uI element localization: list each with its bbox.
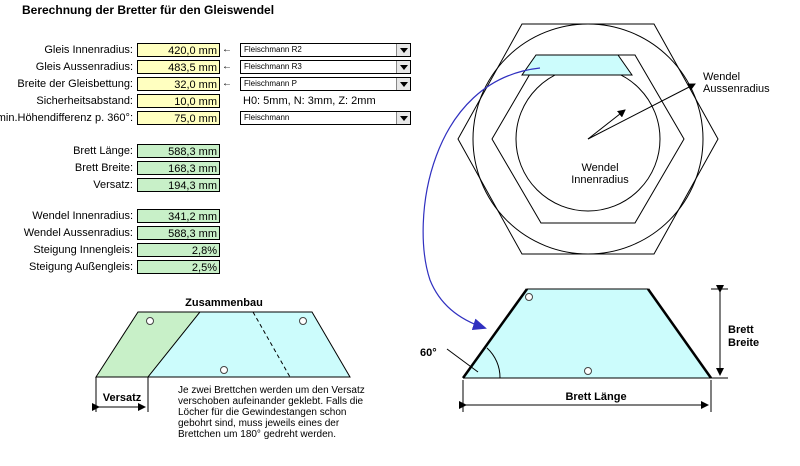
- hole-icon: [146, 317, 154, 325]
- inner-radius-arrow: [587, 109, 626, 140]
- dropdown-value: Fleischmann R3: [244, 62, 302, 71]
- board-width-value: 168,3 mm: [137, 161, 220, 175]
- bed-width-field[interactable]: 32,0 mm: [137, 77, 220, 91]
- page-title: Berechnung der Bretter für den Gleiswend…: [22, 3, 275, 17]
- hole-icon: [525, 293, 533, 301]
- dropdown-value: Fleischmann R2: [244, 45, 302, 54]
- hidden-edge-line: [252, 311, 291, 378]
- dropdown-value: Fleischmann P: [244, 79, 297, 88]
- bed-type-dropdown[interactable]: Fleischmann P: [240, 77, 411, 91]
- hole-icon: [299, 317, 307, 325]
- arrow-left-icon: ←: [222, 78, 232, 89]
- width-label-1: Brett: [728, 324, 754, 336]
- safety-hint: H0: 5mm, N: 3mm, Z: 2mm: [243, 95, 376, 107]
- label-bed-width: Breite der Gleisbettung:: [17, 78, 133, 90]
- width-label-2: Breite: [728, 337, 759, 349]
- chevron-down-icon[interactable]: [396, 78, 410, 90]
- label-outer-radius: Gleis Aussenradius:: [35, 61, 133, 73]
- outer-radius-label-2: Aussenradius: [703, 83, 770, 95]
- label-inner-radius: Gleis Innenradius:: [44, 44, 133, 56]
- outer-radius-arrow: [587, 83, 696, 140]
- angle-label: 60°: [420, 347, 437, 359]
- inner-radius-label-2: Innenradius: [571, 174, 629, 186]
- hole-icon: [220, 366, 228, 374]
- hole-icon: [584, 367, 592, 375]
- assembly-note: Je zwei Brettchen werden um den Versatz …: [178, 385, 365, 440]
- chevron-down-icon[interactable]: [396, 44, 410, 56]
- label-min-height: min.Höhendifferenz p. 360°:: [0, 112, 133, 124]
- chevron-down-icon[interactable]: [396, 61, 410, 73]
- label-offset: Versatz:: [93, 179, 133, 191]
- safety-distance-field[interactable]: 10,0 mm: [137, 94, 220, 108]
- inner-track-dropdown[interactable]: Fleischmann R2: [240, 43, 411, 57]
- assembly-drawing: Zusammenbau Versatz: [92, 297, 351, 412]
- offset-label: Versatz: [103, 392, 142, 404]
- label-helix-inner: Wendel Innenradius:: [32, 210, 133, 222]
- board-piece-cyan: [146, 311, 351, 378]
- board-left-edge: [461, 288, 529, 379]
- angle-arc: [486, 347, 501, 379]
- chevron-down-icon[interactable]: [396, 112, 410, 124]
- label-gradient-inner: Steigung Innengleis:: [33, 244, 133, 256]
- height-preset-dropdown[interactable]: Fleischmann: [240, 111, 411, 125]
- gradient-inner-value: 2,8%: [137, 243, 220, 257]
- board-shape: [463, 289, 711, 378]
- length-label: Brett Länge: [565, 391, 626, 403]
- arrow-left-icon: ←: [222, 44, 232, 55]
- label-gradient-outer: Steigung Außengleis:: [29, 261, 133, 273]
- board-length-value: 588,3 mm: [137, 144, 220, 158]
- board-detail-drawing: 60° Brett Breite Brett Länge: [420, 285, 759, 412]
- helix-inner-value: 341,2 mm: [137, 209, 220, 223]
- helix-top-view: Wendel Aussenradius Wendel Innenradius: [457, 23, 770, 255]
- outer-track-dropdown[interactable]: Fleischmann R3: [240, 60, 411, 74]
- inner-hexagon: [491, 54, 685, 224]
- outer-radius-label-1: Wendel: [703, 71, 740, 83]
- outer-hexagon: [457, 23, 719, 255]
- label-board-length: Brett Länge:: [73, 145, 133, 157]
- gradient-outer-value: 2,5%: [137, 260, 220, 274]
- board-segment: [521, 54, 633, 76]
- min-height-field[interactable]: 75,0 mm: [137, 111, 220, 125]
- label-board-width: Brett Breite:: [74, 162, 133, 174]
- arrow-left-icon: ←: [222, 61, 232, 72]
- inner-radius-label-1: Wendel: [581, 162, 618, 174]
- outer-radius-field[interactable]: 483,5 mm: [137, 60, 220, 74]
- label-safety-distance: Sicherheitsabstand:: [36, 95, 133, 107]
- offset-value: 194,3 mm: [137, 178, 220, 192]
- inner-radius-field[interactable]: 420,0 mm: [137, 43, 220, 57]
- dropdown-value: Fleischmann: [244, 113, 290, 122]
- angle-leader: [446, 348, 479, 373]
- label-helix-outer: Wendel Aussenradius:: [23, 227, 133, 239]
- assembly-title: Zusammenbau: [185, 297, 263, 309]
- board-right-edge: [646, 288, 713, 379]
- link-arrow: [422, 67, 541, 331]
- helix-outer-value: 588,3 mm: [137, 226, 220, 240]
